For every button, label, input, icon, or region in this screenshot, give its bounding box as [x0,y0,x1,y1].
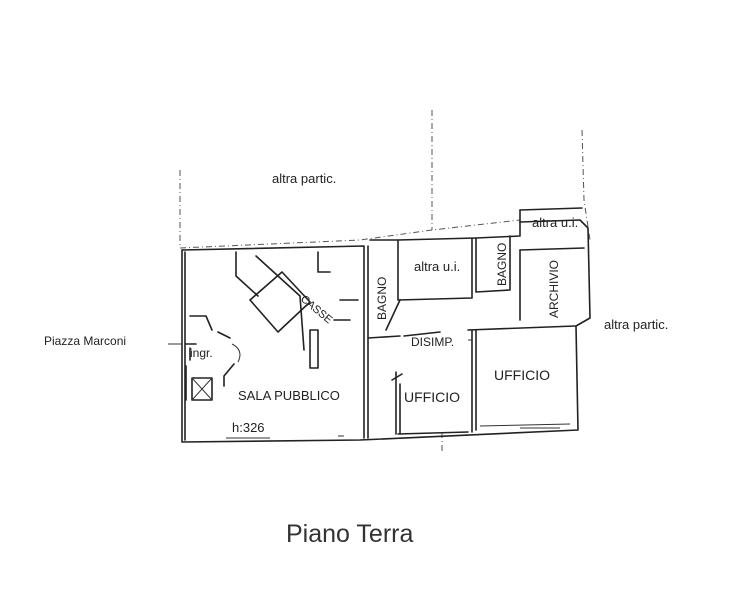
label-ingresso: ingr. [190,346,213,360]
label-ufficio-small: UFFICIO [404,389,460,405]
label-neighbor-right: altra partic. [604,317,668,332]
plan-title: Piano Terra [286,520,413,548]
label-street: Piazza Marconi [44,334,126,348]
windows [226,423,571,439]
property-boundaries [179,110,591,452]
label-ufficio-large: UFFICIO [494,367,550,383]
label-casse: CASSE [298,293,334,326]
entrance-details [185,315,241,401]
label-disimpegno: DISIMP. [411,335,454,349]
label-archivio: ARCHIVIO [547,260,561,318]
outer-walls [181,207,591,443]
column-symbol [191,377,213,401]
label-bagno-right: BAGNO [495,243,509,286]
label-sala-pubblico: SALA PUBBLICO [238,388,340,403]
label-height: h:326 [232,420,265,435]
label-neighbor-top: altra partic. [272,171,336,186]
casse-counter [235,251,359,369]
label-unit-top-right: altra u.i. [532,215,578,230]
interior-walls [181,235,585,439]
label-bagno-left: BAGNO [375,277,389,320]
label-unit-middle: altra u.i. [414,259,460,274]
